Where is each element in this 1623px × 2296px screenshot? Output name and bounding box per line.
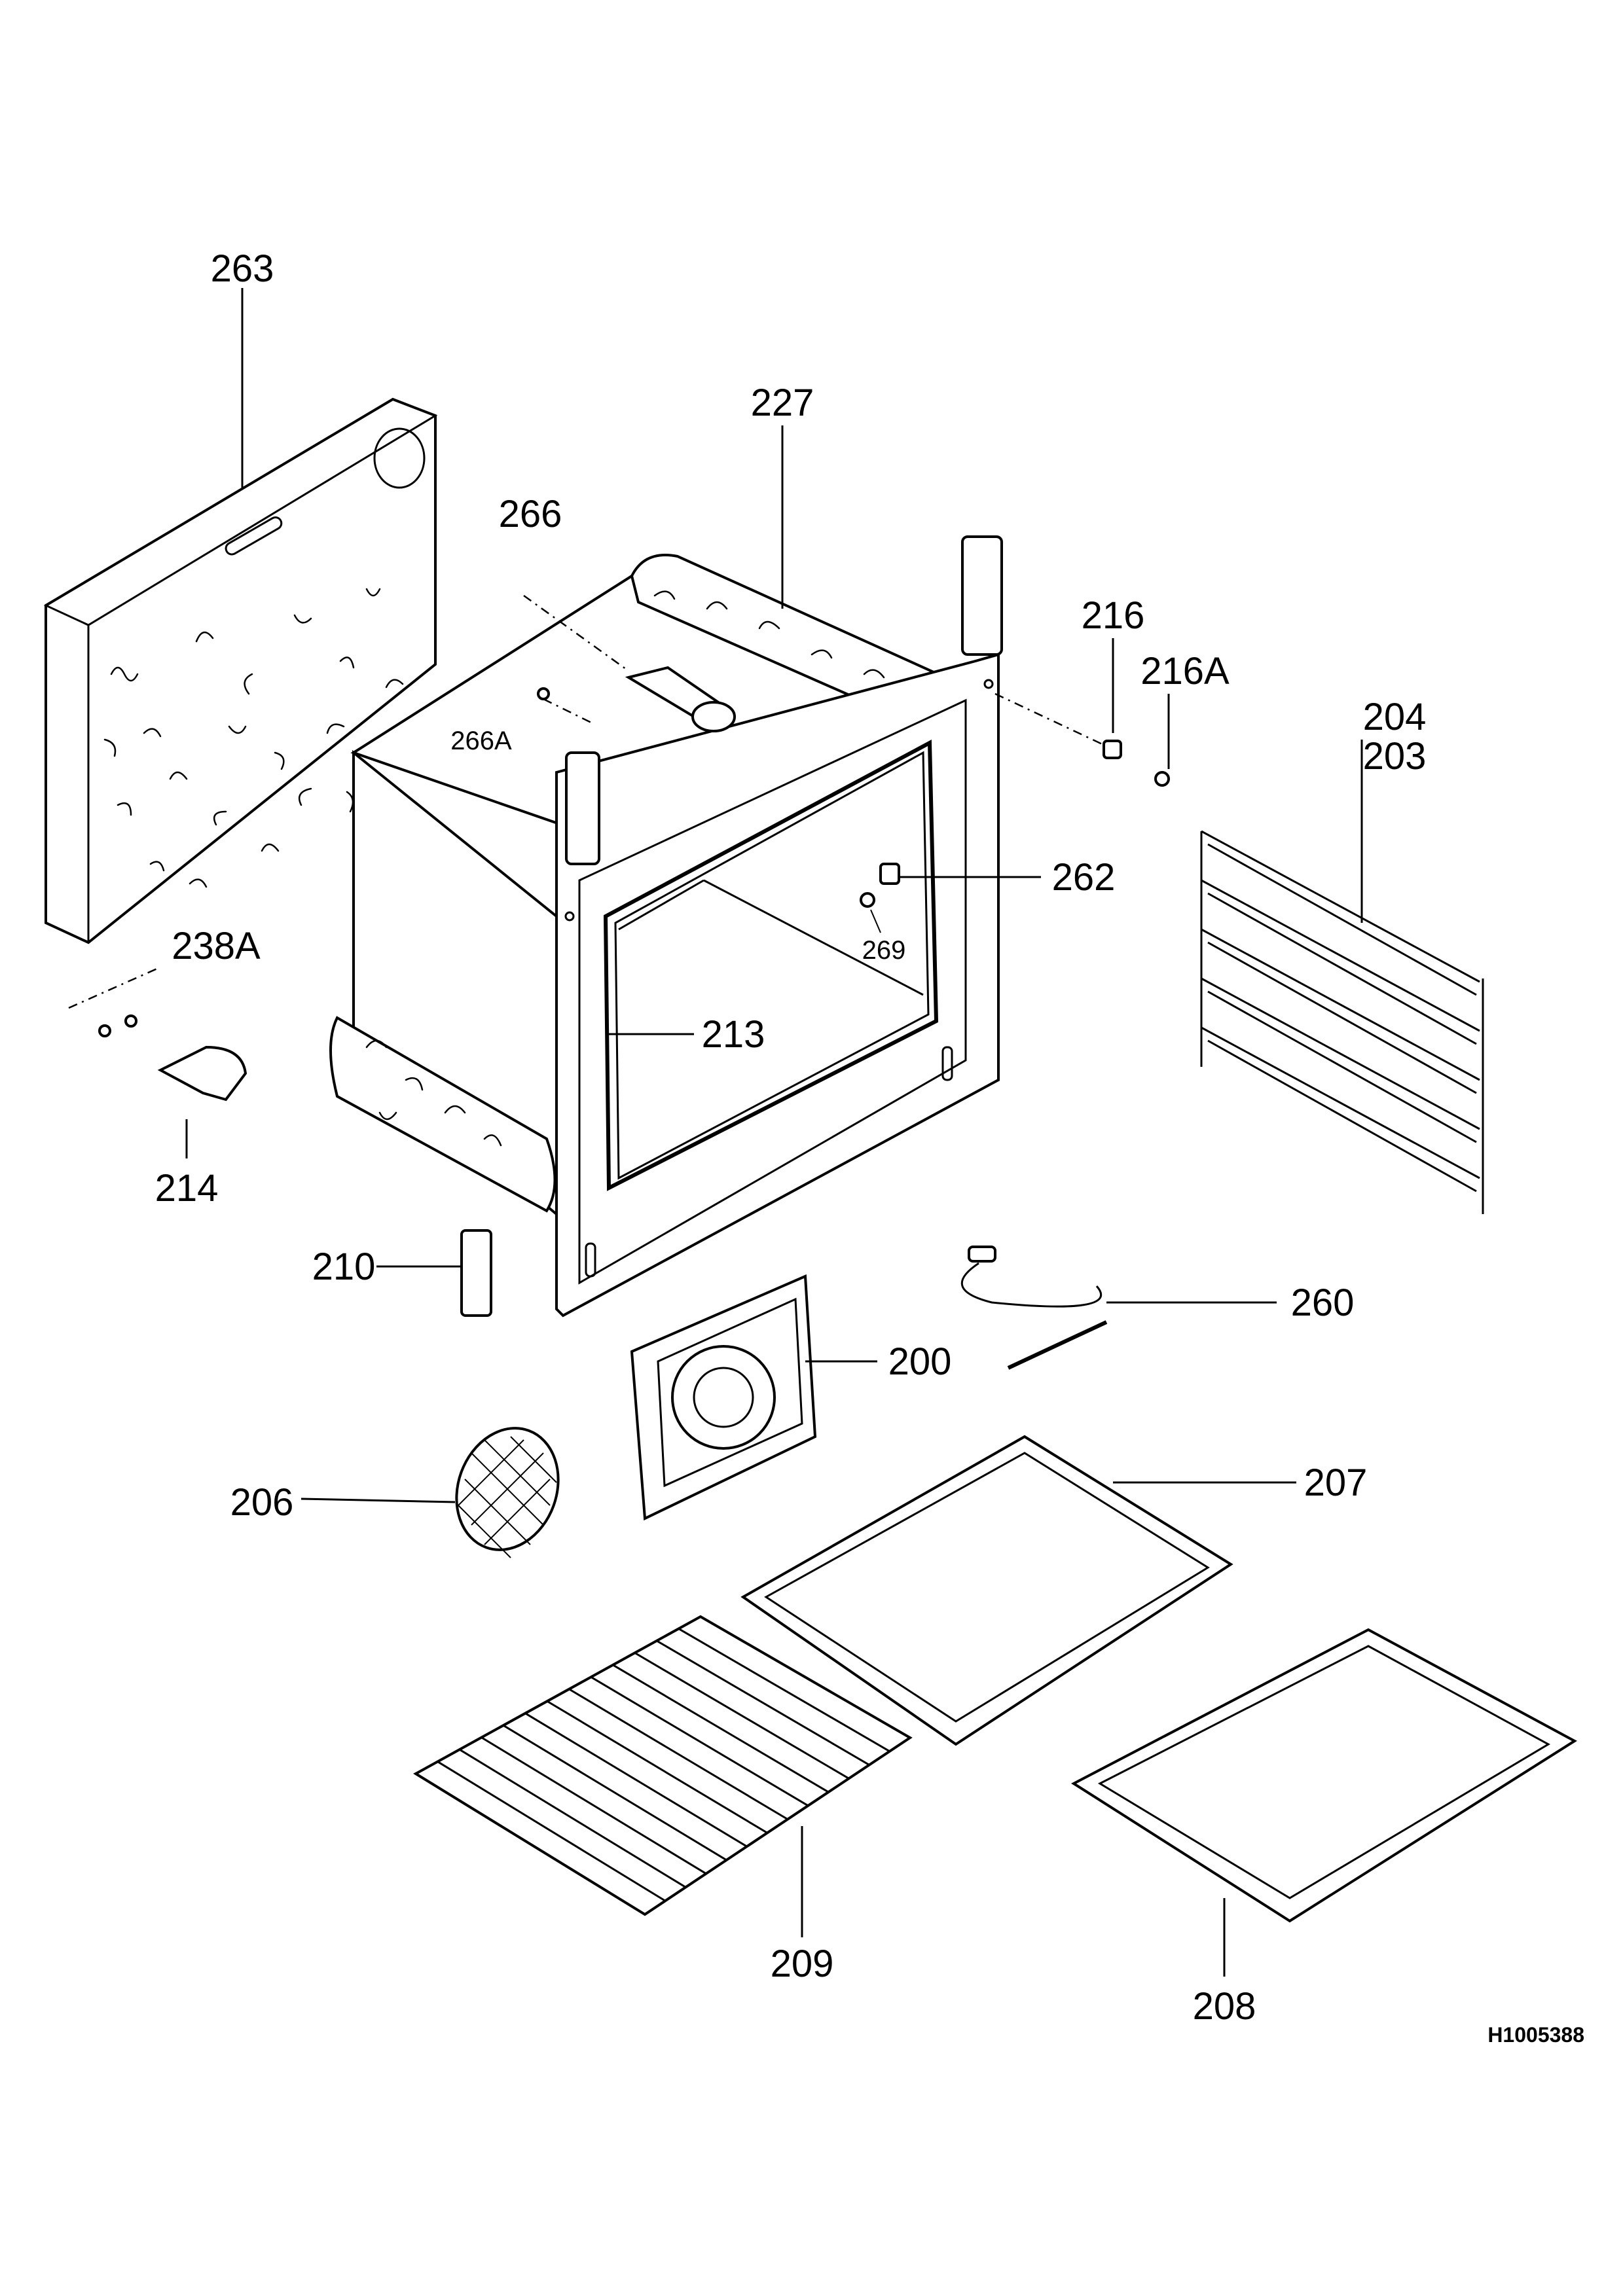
label-214: 214 <box>155 1167 219 1210</box>
part-oven-cavity <box>329 535 1003 1318</box>
label-260: 260 <box>1291 1282 1355 1324</box>
shelf-bar <box>568 1688 788 1820</box>
drawing-id: H1005388 <box>1487 2023 1584 2047</box>
label-238a: 238A <box>172 925 261 967</box>
label-263: 263 <box>211 247 274 290</box>
label-266: 266 <box>499 493 562 535</box>
part-262-lamp-holder <box>860 863 1041 933</box>
label-209: 209 <box>771 1943 834 1985</box>
part-206-fan-grille <box>301 1427 560 1558</box>
shelf-bar <box>634 1652 850 1780</box>
label-200: 200 <box>888 1340 952 1383</box>
part-214-bracket <box>157 1045 247 1158</box>
shelf-bar <box>678 1628 890 1753</box>
shelf-bar <box>656 1640 870 1766</box>
shelf-bar <box>459 1748 687 1888</box>
label-266a: 266A <box>450 726 512 755</box>
part-238a-screws <box>68 967 158 1037</box>
label-207: 207 <box>1304 1462 1368 1504</box>
shelf-bar <box>481 1736 707 1874</box>
label-203: 203 <box>1363 735 1427 778</box>
part-210-door-switch <box>376 1229 492 1317</box>
part-204-203-shelf-runner <box>1200 740 1484 1214</box>
label-269: 269 <box>862 936 906 965</box>
part-216-fastener <box>994 638 1170 787</box>
part-260-meat-probe <box>960 1246 1277 1370</box>
label-262: 262 <box>1052 856 1116 899</box>
shelf-bar <box>590 1676 809 1807</box>
label-210: 210 <box>312 1246 376 1288</box>
label-204: 204 <box>1363 696 1427 738</box>
part-200-fan-assembly <box>630 1274 877 1521</box>
part-207-baking-tray <box>740 1435 1296 1746</box>
label-216: 216 <box>1082 594 1145 637</box>
label-213: 213 <box>702 1013 765 1056</box>
label-216a: 216A <box>1140 650 1230 692</box>
part-266-bracket <box>523 594 736 732</box>
part-208-deep-tray <box>1071 1628 1577 1977</box>
shelf-bar <box>612 1664 830 1793</box>
part-263-insulation-panel <box>43 397 438 944</box>
part-209-wire-shelf <box>413 1615 913 1937</box>
shelf-bar <box>524 1712 748 1848</box>
label-227: 227 <box>751 382 814 424</box>
shelf-bar <box>546 1700 768 1834</box>
label-206: 206 <box>230 1481 294 1524</box>
shelf-bar <box>437 1761 666 1902</box>
label-208: 208 <box>1193 1985 1256 2028</box>
shelf-bar <box>503 1724 727 1861</box>
